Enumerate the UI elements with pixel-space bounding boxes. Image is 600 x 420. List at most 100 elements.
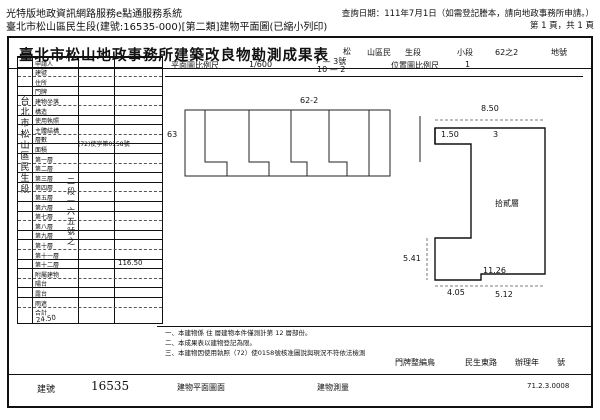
neighbor-outline <box>184 109 391 177</box>
lot-mark: 63 <box>167 130 178 139</box>
bottom-strip: 建號 16535 建物平面圖面 建物測量 71.2.3.0008 <box>17 378 583 398</box>
table-row-label: 住所 <box>35 79 48 87</box>
notes-rule <box>157 326 591 327</box>
table-row-label: 第三層 <box>35 175 54 183</box>
scale-bar: 平面圖比例尺 1/600 7 — 3號 10 — 2 位置圖比例尺 1 <box>165 56 583 77</box>
table-row <box>18 85 162 87</box>
table-row <box>18 153 162 154</box>
table-row-label: 門牌 <box>35 89 48 97</box>
table-row <box>18 162 162 164</box>
table-row <box>18 133 162 135</box>
table-row <box>18 249 162 250</box>
sheet-den: 10 — 2 <box>317 65 346 74</box>
neighbor-wall-3 <box>290 110 308 176</box>
table-row-label: 合計 <box>35 310 48 318</box>
sign-1: 門牌整編鳥 <box>395 358 435 367</box>
table-row <box>18 210 162 212</box>
location-label: 位置圖比例尺 <box>391 61 439 70</box>
header-left: 光特版地政資訊網路服務e點通服務系統 臺北市松山區民生段(建號:16535-00… <box>6 8 327 34</box>
table-row <box>18 268 162 270</box>
location-value: 1 <box>465 60 471 69</box>
header-right: 查詢日期：111年7月1日（如需登記謄本，請向地政事務所申請。） 第 1 頁，共… <box>342 8 594 32</box>
table-row <box>18 172 162 174</box>
table-row-label: 第五層 <box>35 194 54 202</box>
table-row <box>18 239 162 241</box>
dim-bottom-2: 4.05 <box>447 288 465 297</box>
left-table: 台北市松山區民生段 二段一六五號之 申請人建號住所門牌建物坐落構造使用執照主體結… <box>17 56 163 324</box>
note-line-2: 二、本成果表以建物登記為限。 <box>165 339 256 347</box>
table-row <box>18 143 162 145</box>
title-field-5: 地號 <box>551 48 567 57</box>
table-row <box>18 277 162 279</box>
table-row <box>18 124 162 126</box>
neighbor-wall-1 <box>204 110 228 176</box>
header-page: 第 1 頁，共 1 頁 <box>529 21 594 31</box>
table-row-label: 申請人 <box>35 60 54 68</box>
table-row <box>18 76 162 78</box>
table-row-label: 建物坐落 <box>35 98 60 106</box>
table-row-label: 陽台 <box>35 281 48 289</box>
scale-label: 平面圖比例尺 <box>171 61 219 70</box>
header-org: 光特版地政資訊網路服務e點通服務系統 <box>6 9 183 20</box>
table-row-label: 露台 <box>35 290 48 298</box>
dim-left: 5.41 <box>403 254 421 263</box>
table-row <box>18 114 162 116</box>
dim-bottom-3: 5.12 <box>495 290 513 299</box>
title-field-2: 生段 <box>405 48 421 57</box>
table-row <box>18 191 162 193</box>
table-row-label: 附屬建物 <box>35 271 60 279</box>
lt-col-3 <box>114 57 115 323</box>
title-rule <box>9 68 591 69</box>
header-query: 臺北市松山區民生段(建號:16535-000)[第二類]建物平面圖(已縮小列印) <box>6 22 328 33</box>
table-row <box>18 66 162 68</box>
table-row <box>18 258 162 260</box>
table-row <box>18 220 162 222</box>
room-label: 拾貳層 <box>495 199 519 208</box>
table-row-label: 第六層 <box>35 204 54 212</box>
table-row-label: 第一層 <box>35 156 54 164</box>
side-label: 台北市松山區民生段 <box>20 97 30 195</box>
building-number: 16535 <box>91 379 130 393</box>
notes: 一、本建物係 住 層建物本件僅測計第 12 層部份。 二、本成果表以建物登記為限… <box>165 328 583 370</box>
bottom-mid: 建物平面圖面 <box>177 383 225 392</box>
dim-mid-right: 3 <box>493 130 499 139</box>
title-field-3: 小段 <box>457 48 473 57</box>
table-row-label: 層數 <box>35 137 48 145</box>
table-row <box>18 95 162 97</box>
note-line-3: 三、本建物因使用執照（72）使0158號核准圖說與現況不符依法檢測 <box>165 349 366 357</box>
bottom-right: 建物測量 <box>317 383 349 392</box>
neighbor-wall-4 <box>328 110 348 176</box>
table-row-label: 第十層 <box>35 242 54 250</box>
table-row <box>18 201 162 202</box>
title-field-1: 山區民 <box>367 48 391 57</box>
lt-col-1 <box>32 57 33 323</box>
signature-row: 門牌整編鳥 民生東路 辦理年 號 <box>165 358 583 370</box>
table-row <box>18 297 162 298</box>
table-row-label: 構造 <box>35 108 48 116</box>
sheet-num: 7 — 3號 <box>315 57 347 66</box>
table-row <box>18 229 162 231</box>
table-row-label: 建號 <box>35 70 48 78</box>
sign-3: 辦理年 <box>515 358 539 367</box>
table-row <box>18 181 162 183</box>
sign-4: 號 <box>557 358 565 367</box>
table-row-label: 第十二層 <box>35 262 60 270</box>
stamp-value: 24.50 <box>35 313 57 325</box>
table-row-label: 主體結構 <box>35 127 60 135</box>
table-row-label: 第二層 <box>35 166 54 174</box>
bottom-rule <box>9 374 591 375</box>
table-row-label: 使用執照 <box>35 118 60 126</box>
unit-outline <box>434 127 546 281</box>
lot-label: 62-2 <box>300 96 319 105</box>
floor-plan-svg <box>184 109 546 287</box>
table-row <box>18 57 162 58</box>
table-row-label: 第八層 <box>35 223 54 231</box>
dim-top: 8.50 <box>481 104 499 113</box>
floor-plan-drawing: 62-2 63 8.50 1.50 3 拾貳層 5.41 11.26 4.05 … <box>165 78 583 324</box>
table-row-label: 第七層 <box>35 214 54 222</box>
table-row-label: 第九層 <box>35 233 54 241</box>
header-date: 查詢日期：111年7月1日（如需登記謄本，請向地政事務所申請。） <box>341 9 594 19</box>
survey-sheet: 臺北市松山地政事務所建築改良物勘測成果表 松 山區民 生段 小段 62之2 地號… <box>7 36 593 408</box>
neighbor-wall-2 <box>248 110 270 176</box>
sheet-title: 臺北市松山地政事務所建築改良物勘測成果表 <box>19 47 329 64</box>
